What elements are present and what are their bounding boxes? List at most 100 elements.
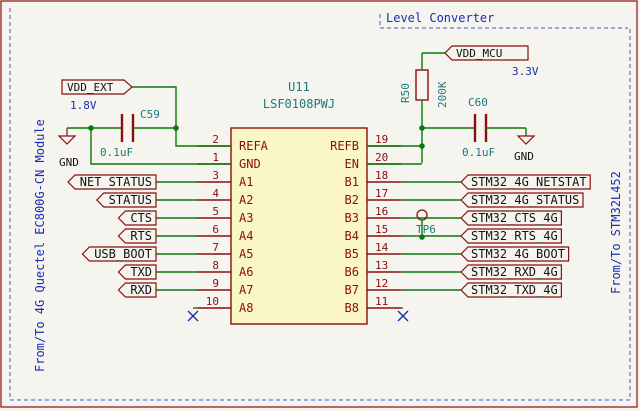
pin-name: B4 bbox=[345, 229, 359, 243]
pin-number: 13 bbox=[375, 259, 388, 272]
vdd-mcu-voltage: 3.3V bbox=[512, 65, 539, 78]
power-wires bbox=[90, 52, 445, 165]
net-label-shape bbox=[460, 246, 570, 262]
c60-capacitor bbox=[422, 114, 527, 142]
pin-number: 5 bbox=[212, 205, 219, 218]
pin-number: 1 bbox=[212, 151, 219, 164]
pin-name: REFB bbox=[330, 139, 359, 153]
pin-name: A8 bbox=[239, 301, 253, 315]
pin-name: A7 bbox=[239, 283, 253, 297]
wires bbox=[156, 181, 461, 309]
r50-reference: R50 bbox=[399, 83, 412, 103]
pin-name: A5 bbox=[239, 247, 253, 261]
vdd-mcu-label: VDD_MCU bbox=[456, 47, 502, 60]
pin-number: 8 bbox=[212, 259, 219, 272]
c59-value: 0.1uF bbox=[100, 146, 133, 159]
gnd-label-left: GND bbox=[59, 156, 79, 169]
pin-name: GND bbox=[239, 157, 261, 171]
pin-name: B6 bbox=[345, 265, 359, 279]
sheet-frame bbox=[9, 8, 631, 401]
net-label-shape bbox=[117, 210, 157, 226]
net-label-left: NET_STATUS bbox=[80, 175, 152, 189]
pin-name: B1 bbox=[345, 175, 359, 189]
ic-body bbox=[230, 127, 368, 325]
vdd-ext-port: VDD_EXT bbox=[61, 79, 133, 95]
net-label-shape bbox=[95, 192, 157, 208]
pin-name: A3 bbox=[239, 211, 253, 225]
pin-name: B2 bbox=[345, 193, 359, 207]
net-label-left: RTS bbox=[130, 229, 152, 243]
pin-number: 19 bbox=[375, 133, 388, 146]
junction-dot bbox=[173, 125, 179, 131]
net-label-shape bbox=[460, 174, 591, 190]
vdd-ext-label: VDD_EXT bbox=[67, 81, 114, 94]
no-connect-a8 bbox=[187, 310, 199, 322]
net-label-left: RXD bbox=[130, 283, 152, 297]
net-label-right: STM32_4G_STATUS bbox=[471, 193, 579, 207]
net-label-shape bbox=[81, 246, 157, 262]
gnd-label-right: GND bbox=[514, 150, 534, 163]
pin-number: 16 bbox=[375, 205, 388, 218]
c60-reference: C60 bbox=[468, 96, 488, 109]
net-label-right: STM32_RTS_4G bbox=[471, 229, 558, 243]
net-label-right: STM32_TXD_4G bbox=[471, 283, 558, 297]
net-label-shape bbox=[460, 210, 562, 226]
ic-reference: U11 bbox=[288, 80, 310, 94]
pin-number: 4 bbox=[212, 187, 219, 200]
pin-name: A2 bbox=[239, 193, 253, 207]
title-frame bbox=[379, 14, 628, 29]
pin-number: 15 bbox=[375, 223, 388, 236]
sheet-title: Level Converter bbox=[386, 11, 494, 25]
pin-name: B7 bbox=[345, 283, 359, 297]
right-side-label: From/To STM32L452 bbox=[609, 171, 623, 294]
no-connect-b8 bbox=[397, 310, 409, 322]
c59-reference: C59 bbox=[140, 108, 160, 121]
pin-number: 7 bbox=[212, 241, 219, 254]
net-label-right: STM32_CTS_4G bbox=[471, 211, 558, 225]
pin-name: B8 bbox=[345, 301, 359, 315]
pin-name: A6 bbox=[239, 265, 253, 279]
pin-name: B3 bbox=[345, 211, 359, 225]
pin-number: 18 bbox=[375, 169, 388, 182]
pin-number: 9 bbox=[212, 277, 219, 290]
net-label-left: USB_BOOT bbox=[94, 247, 152, 261]
pin-number: 14 bbox=[375, 241, 389, 254]
net-label-right: STM32_4G_BOOT bbox=[471, 247, 565, 261]
c59-capacitor bbox=[91, 114, 176, 142]
gnd-symbol-right bbox=[516, 135, 536, 145]
junctions bbox=[88, 125, 425, 240]
pin-name: A4 bbox=[239, 229, 253, 243]
net-label-shape bbox=[117, 264, 157, 280]
net-label-left: TXD bbox=[130, 265, 152, 279]
pin-number: 2 bbox=[212, 133, 219, 146]
gnd-symbol-left bbox=[57, 127, 91, 145]
net-label-right: STM32_RXD_4G bbox=[471, 265, 558, 279]
net-label-shape bbox=[117, 282, 157, 298]
ic-value: LSF0108PWJ bbox=[263, 97, 335, 111]
tp6-test-point bbox=[416, 209, 428, 237]
pin-number: 6 bbox=[212, 223, 219, 236]
pin-number: 11 bbox=[375, 295, 388, 308]
net-label-left: STATUS bbox=[109, 193, 152, 207]
pin-name: A1 bbox=[239, 175, 253, 189]
net-label-shape bbox=[460, 282, 562, 298]
junction-dot bbox=[419, 125, 425, 131]
vdd-ext-voltage: 1.8V bbox=[70, 99, 97, 112]
c60-value: 0.1uF bbox=[462, 146, 495, 159]
pin-name: EN bbox=[345, 157, 359, 171]
net-label-shape bbox=[460, 264, 562, 280]
net-label-right: STM32_4G_NETSTAT bbox=[471, 175, 587, 189]
junction-dot bbox=[419, 234, 425, 240]
pin-name: B5 bbox=[345, 247, 359, 261]
net-label-shape bbox=[460, 228, 562, 244]
junction-dot bbox=[419, 143, 425, 149]
pin-number: 10 bbox=[206, 295, 219, 308]
pin-number: 17 bbox=[375, 187, 388, 200]
net-labels: NET_STATUSSTATUSCTSRTSUSB_BOOTTXDRXDSTM3… bbox=[67, 174, 591, 298]
r50-value: 200K bbox=[436, 81, 449, 108]
r50-resistor bbox=[415, 53, 429, 163]
pin-number: 12 bbox=[375, 277, 388, 290]
pin-number: 20 bbox=[375, 151, 388, 164]
